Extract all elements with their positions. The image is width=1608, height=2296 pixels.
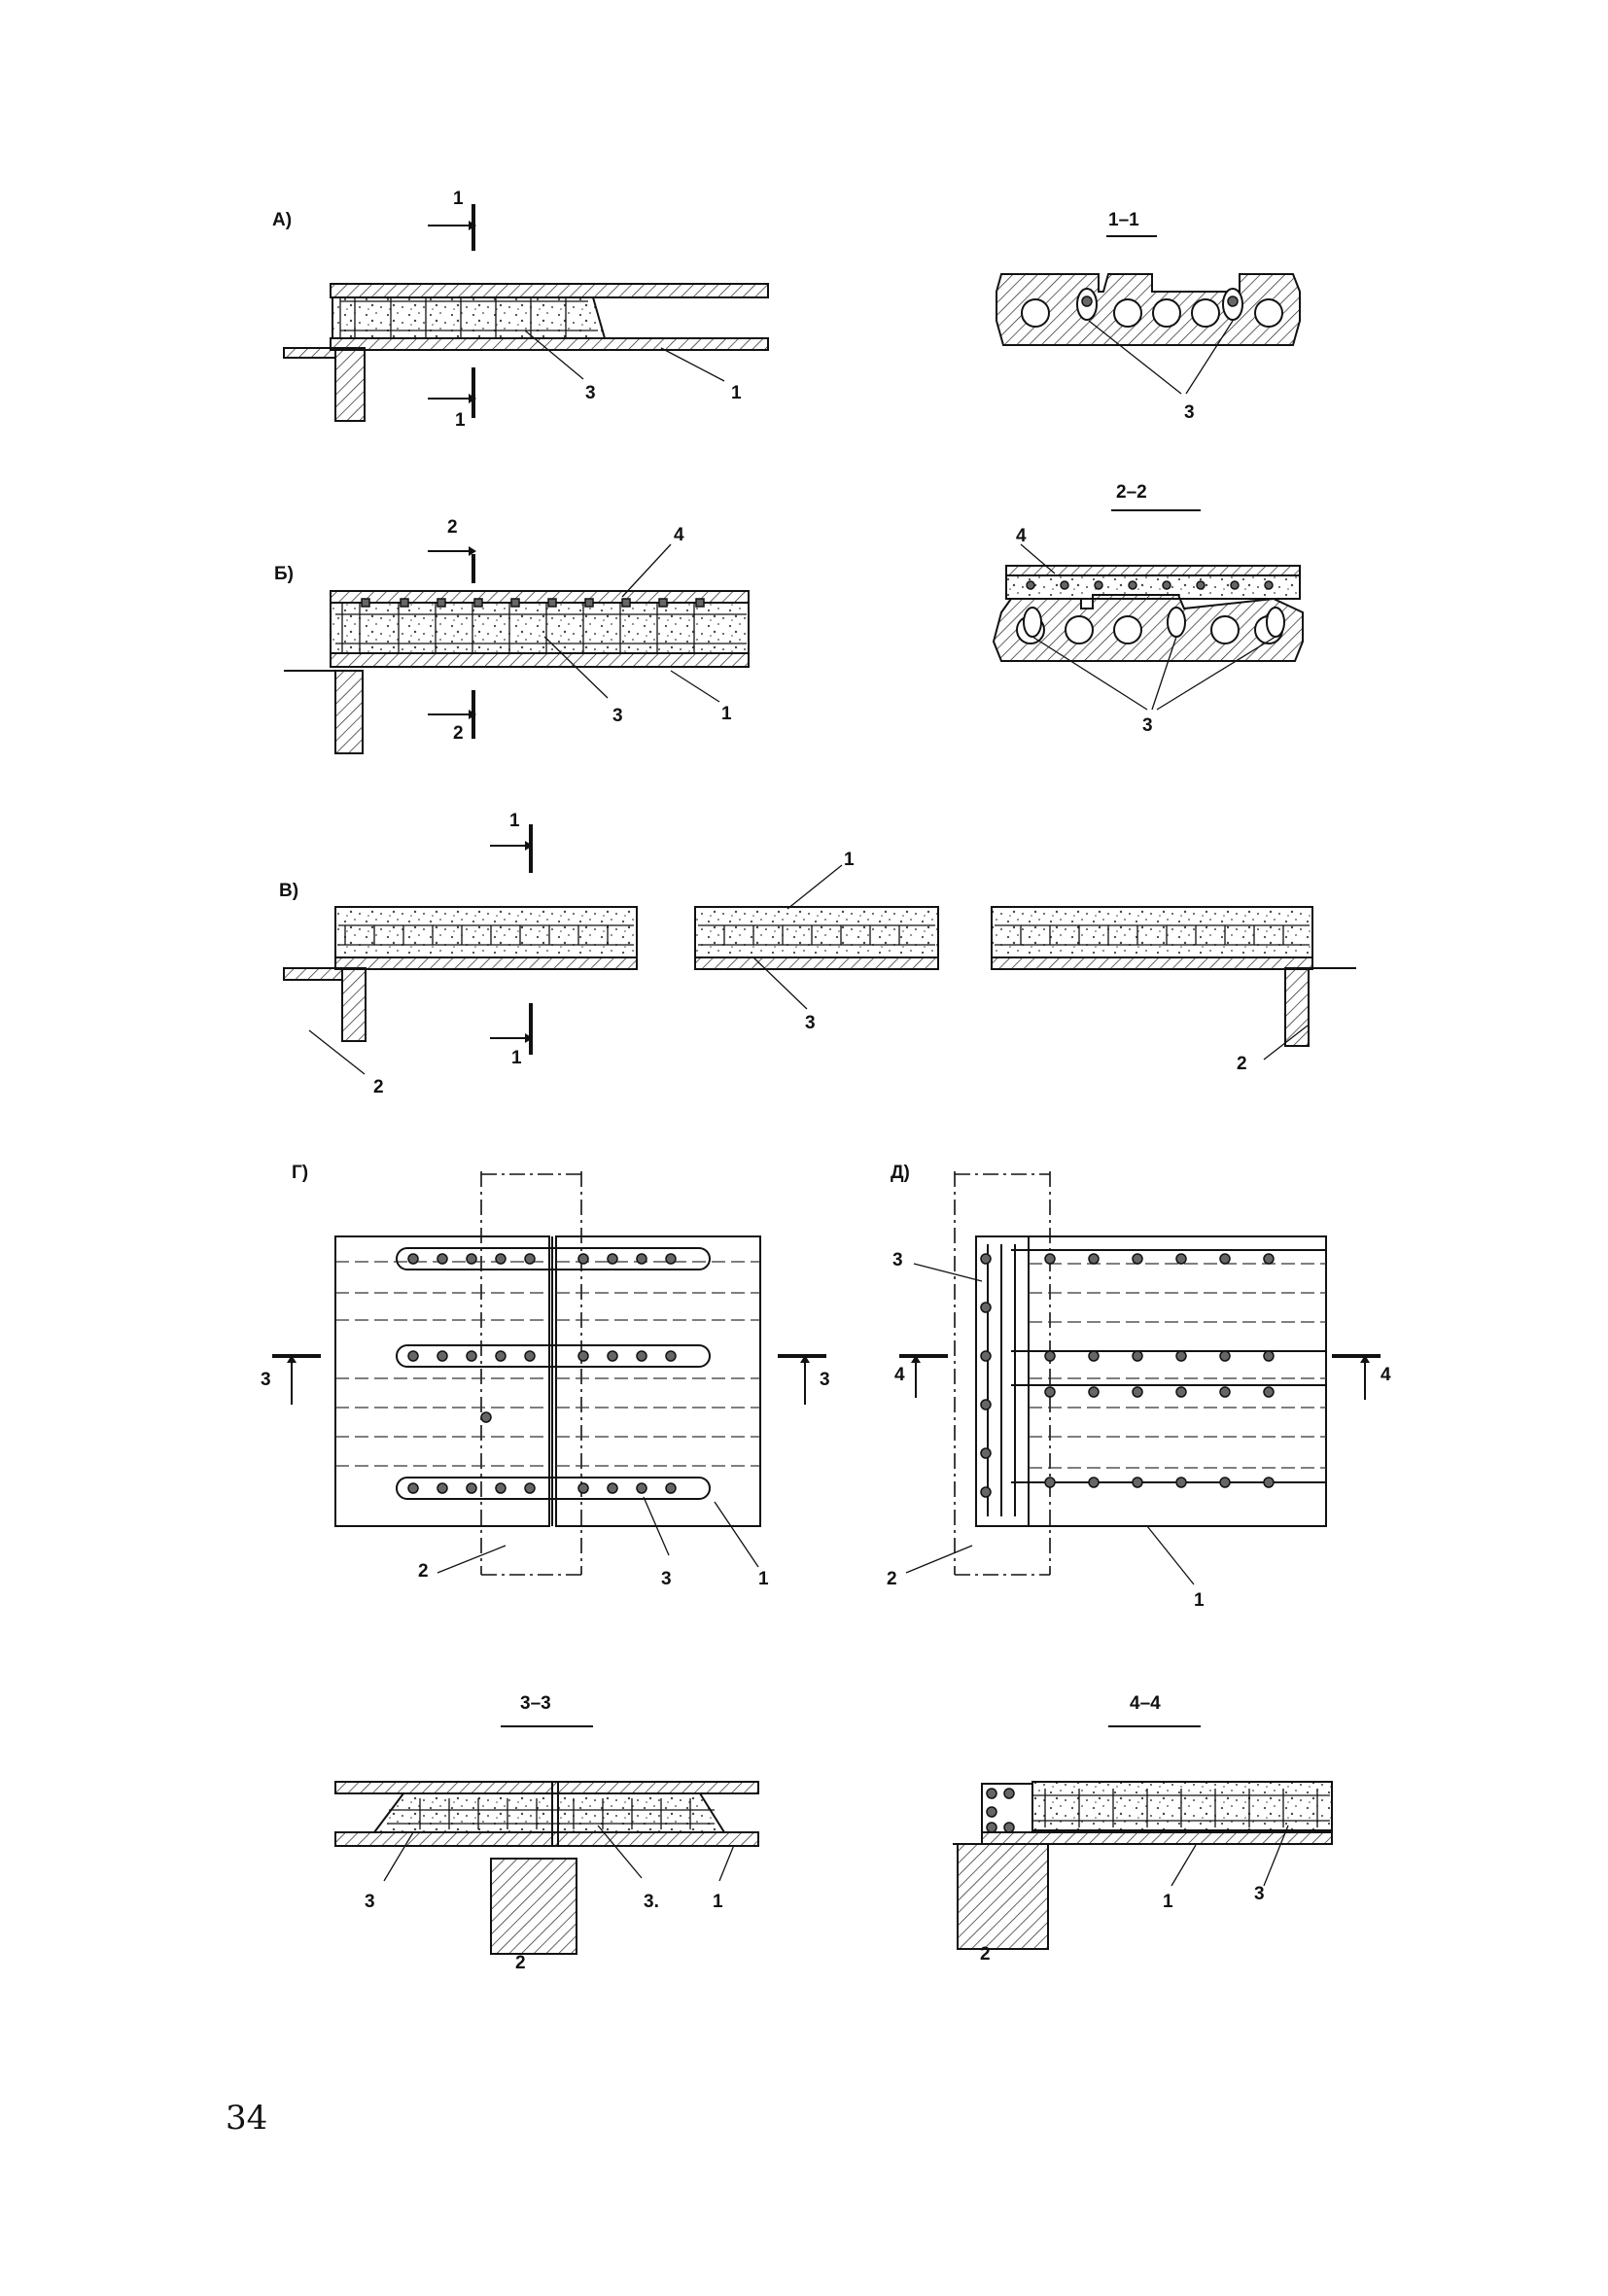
support-beam xyxy=(490,1858,577,1955)
callout-2: 2 xyxy=(373,1077,384,1097)
callout-1: 1 xyxy=(758,1569,769,1589)
section-mark: 3 xyxy=(820,1370,830,1390)
callout-3: 3. xyxy=(644,1892,659,1912)
slab-bottom xyxy=(981,1831,1333,1845)
page-number: 34 xyxy=(226,2099,267,2138)
section-mark: 1 xyxy=(509,811,520,831)
callout-1: 1 xyxy=(731,383,742,403)
callout-4: 4 xyxy=(674,525,684,545)
panel-a-letter: А) xyxy=(272,210,292,230)
callout-3: 3 xyxy=(1254,1884,1265,1904)
section-mark: 1 xyxy=(511,1048,522,1068)
support-wall xyxy=(334,347,366,422)
hollow-core-slab xyxy=(992,594,1304,662)
section-3-3: 3–3 3 3. 1 2 xyxy=(334,1693,759,1973)
callout-3: 3 xyxy=(585,383,596,403)
topping-layer xyxy=(1005,565,1301,576)
slab-bottom xyxy=(334,1831,759,1847)
slab-bottom xyxy=(330,652,750,668)
panel-b: Б) 2 2 4 3 1 xyxy=(274,517,750,754)
callout-3: 3 xyxy=(805,1013,816,1033)
slab-top xyxy=(334,1781,759,1794)
callout-3: 3 xyxy=(365,1892,375,1912)
section-title: 3–3 xyxy=(520,1693,551,1714)
callout-2: 2 xyxy=(980,1944,991,1965)
callout-1: 1 xyxy=(721,704,732,724)
callout-2: 2 xyxy=(887,1569,897,1589)
callout-3: 3 xyxy=(1142,715,1153,736)
panel-v: В) xyxy=(279,811,1356,1097)
callout-2: 2 xyxy=(418,1561,429,1582)
callout-3: 3 xyxy=(661,1569,672,1589)
callout-1: 1 xyxy=(1163,1892,1173,1912)
slab-bottom xyxy=(330,337,769,351)
callout-1: 1 xyxy=(713,1892,723,1912)
panel-b-letter: Б) xyxy=(274,564,294,584)
callout-2: 2 xyxy=(1237,1054,1247,1074)
section-mark: 2 xyxy=(453,723,464,744)
section-mark: 4 xyxy=(894,1365,905,1385)
support-wall xyxy=(957,1843,1049,1950)
concrete-infill xyxy=(330,602,750,654)
section-title: 4–4 xyxy=(1130,1693,1161,1714)
panel-g-letter: Г) xyxy=(292,1163,308,1183)
panel-d-letter: Д) xyxy=(891,1163,910,1183)
section-4-4: 4–4 1 3 2 xyxy=(953,1693,1333,1965)
panel-d: Д) xyxy=(887,1163,1391,1611)
panel-a: А) 1 1 3 1 xyxy=(272,189,769,431)
callout-3: 3 xyxy=(1184,402,1195,423)
support-wall xyxy=(334,670,364,754)
section-mark: 2 xyxy=(447,517,458,538)
section-title: 2–2 xyxy=(1116,482,1147,503)
section-mark: 1 xyxy=(455,410,466,431)
slab-top xyxy=(330,283,769,298)
callout-3: 3 xyxy=(612,706,623,726)
panel-g: Г) 3 xyxy=(261,1163,830,1589)
concrete-infill xyxy=(372,1792,726,1833)
hollow-core-slab xyxy=(996,273,1301,346)
callout-1: 1 xyxy=(1194,1590,1205,1611)
panel-v-letter: В) xyxy=(279,881,298,901)
section-mark: 3 xyxy=(261,1370,271,1390)
callout-4: 4 xyxy=(1016,526,1027,546)
section-mark: 4 xyxy=(1381,1365,1391,1385)
concrete-infill xyxy=(332,296,607,339)
callout-3: 3 xyxy=(892,1250,903,1270)
section-title: 1–1 xyxy=(1108,210,1139,230)
section-2-2: 2–2 4 3 xyxy=(992,482,1304,736)
callout-2: 2 xyxy=(515,1953,526,1973)
section-mark: 1 xyxy=(453,189,464,209)
topping-layer xyxy=(330,590,750,604)
callout-1: 1 xyxy=(844,850,855,870)
section-1-1: 1–1 3 xyxy=(996,210,1301,423)
